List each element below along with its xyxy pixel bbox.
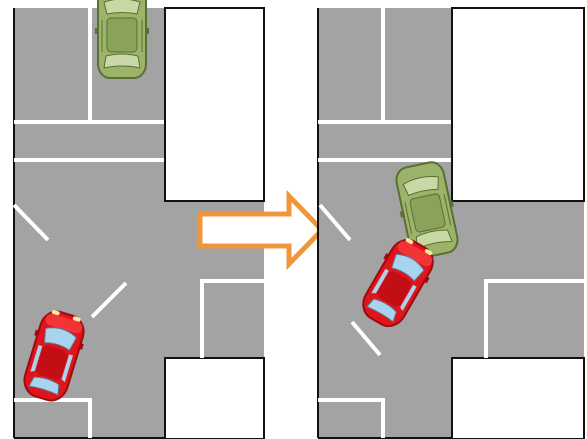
panel-after <box>317 7 585 439</box>
building-block <box>451 357 585 439</box>
lane-markings <box>318 8 584 438</box>
building-block <box>164 357 265 439</box>
lane-markings <box>12 8 264 438</box>
building-block <box>451 7 585 202</box>
building-block <box>164 7 265 202</box>
green-car-icon <box>94 0 150 79</box>
right-arrow-icon <box>197 189 326 271</box>
